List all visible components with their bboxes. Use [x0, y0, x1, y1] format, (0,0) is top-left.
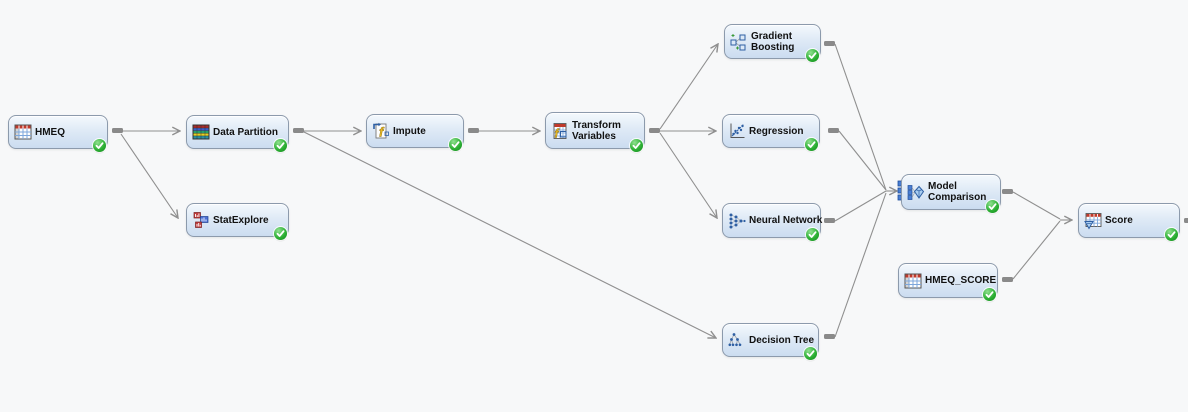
status-complete-badge — [806, 49, 819, 62]
node-impute[interactable]: f Impute — [366, 114, 464, 151]
output-stub-transform-variables[interactable] — [649, 128, 660, 133]
score-icon — [1084, 212, 1102, 230]
node-label: StatExplore — [213, 214, 269, 226]
data-table-icon — [904, 273, 922, 288]
connection-gradient-boosting-to-model-comparison[interactable] — [834, 43, 887, 191]
node-score[interactable]: Score — [1078, 203, 1180, 241]
connection-decision-tree-to-model-comparison[interactable] — [834, 192, 887, 338]
output-stub-data-partition[interactable] — [293, 128, 304, 133]
node-label: HMEQ_SCORE — [925, 275, 997, 286]
node-label: Decision Tree — [749, 334, 815, 346]
connection-neural-network-to-model-comparison[interactable] — [834, 190, 887, 222]
neural-network-icon — [729, 213, 746, 228]
status-complete-badge — [805, 138, 818, 151]
connection-transform-to-neural-network[interactable] — [659, 132, 717, 218]
output-stub-gradient-boosting[interactable] — [824, 41, 835, 46]
status-complete-badge — [804, 347, 817, 360]
node-gradient-boosting[interactable]: Gradient Boosting — [724, 24, 821, 62]
output-stub-hmeq-score[interactable] — [1002, 277, 1013, 282]
status-complete-badge — [449, 138, 462, 151]
node-regression[interactable]: Regression — [722, 114, 820, 151]
node-label: Neural Network — [749, 215, 823, 226]
output-stub-hmeq[interactable] — [112, 128, 123, 133]
status-complete-badge — [630, 139, 643, 152]
statexplore-icon — [193, 212, 209, 228]
output-stub-score[interactable] — [1184, 218, 1188, 223]
output-stub-model-comparison[interactable] — [1002, 189, 1013, 194]
node-label: Regression — [749, 125, 804, 137]
regression-icon — [730, 123, 745, 138]
status-complete-badge — [1165, 228, 1178, 241]
status-complete-badge — [93, 139, 106, 152]
model-comparison-icon — [907, 185, 925, 200]
output-stub-impute[interactable] — [468, 128, 479, 133]
connection-hmeq-score-to-score[interactable] — [1012, 220, 1061, 280]
node-data-partition[interactable]: Data Partition — [186, 115, 289, 152]
node-decision-tree[interactable]: Decision Tree — [722, 323, 819, 360]
node-label: Transform Variables — [572, 119, 621, 142]
node-label: Impute — [393, 125, 426, 137]
data-table-icon — [14, 124, 32, 140]
connection-data-partition-to-decision-tree[interactable] — [303, 131, 716, 338]
connection-transform-to-gradient-boosting[interactable] — [659, 44, 718, 130]
status-complete-badge — [983, 288, 996, 301]
status-complete-badge — [806, 228, 819, 241]
node-hmeq[interactable]: HMEQ — [8, 115, 108, 152]
status-complete-badge — [274, 139, 287, 152]
output-stub-neural-network[interactable] — [824, 218, 835, 223]
connection-regression-to-model-comparison[interactable] — [838, 130, 887, 191]
status-complete-badge — [986, 200, 999, 213]
node-statexplore[interactable]: StatExplore — [186, 203, 289, 240]
node-model-comparison[interactable]: Model Comparison — [901, 174, 1001, 213]
partition-icon — [192, 124, 210, 140]
output-stub-decision-tree[interactable] — [824, 334, 835, 339]
svg-text:f: f — [555, 126, 560, 140]
connection-model-comparison-to-score[interactable] — [1012, 191, 1061, 220]
node-transform-variables[interactable]: f Transform Variables — [545, 112, 645, 152]
node-label: Model Comparison — [928, 181, 987, 203]
decision-tree-icon — [728, 333, 742, 347]
status-complete-badge — [274, 227, 287, 240]
node-label: Gradient Boosting — [751, 30, 795, 53]
gradient-boosting-icon — [730, 33, 746, 50]
impute-icon: f — [373, 122, 389, 140]
connection-hmeq-to-statexplore[interactable] — [120, 133, 178, 218]
node-label: Data Partition — [213, 126, 279, 138]
svg-text:f: f — [379, 125, 385, 140]
node-label: Score — [1105, 215, 1133, 226]
node-neural-network[interactable]: Neural Network — [722, 203, 823, 241]
output-stub-regression[interactable] — [828, 128, 839, 133]
node-hmeq-score[interactable]: HMEQ_SCORE — [898, 263, 998, 301]
node-label: HMEQ — [35, 126, 65, 138]
transform-variables-icon: f — [553, 122, 567, 140]
